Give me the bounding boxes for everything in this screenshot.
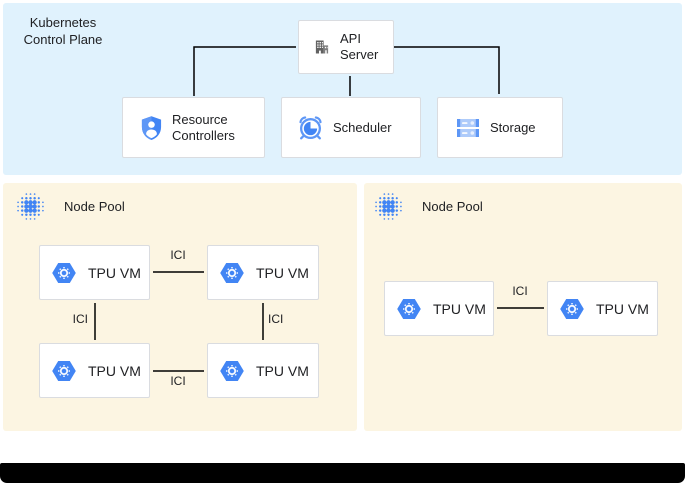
ici-link-label: ICI — [170, 374, 186, 388]
building-icon — [313, 38, 331, 56]
control-plane-panel: Kubernetes Control Plane API Server Reso… — [3, 3, 682, 175]
api-server-node: API Server — [298, 20, 394, 74]
tpu-hexagon-icon — [219, 360, 245, 382]
resource-controllers-label: Resource Controllers — [172, 111, 235, 143]
ici-link-label: ICI — [512, 284, 528, 298]
tpu-vm-node: TPU VM — [384, 281, 494, 336]
storage-node: Storage — [437, 97, 563, 158]
tpu-vm-label: TPU VM — [256, 264, 309, 281]
tpu-hexagon-icon — [51, 360, 77, 382]
control-plane-title: Kubernetes Control Plane — [23, 15, 103, 47]
node-pool-panel-left: Node Pool TPU VM TPU VM TPU VM TPU VM IC… — [3, 183, 357, 431]
scheduler-node: Scheduler — [281, 97, 421, 158]
tpu-vm-node: TPU VM — [207, 343, 319, 398]
tpu-hexagon-icon — [559, 298, 585, 320]
tpu-vm-label: TPU VM — [88, 264, 141, 281]
api-server-label: API Server — [340, 31, 379, 62]
scheduler-label: Scheduler — [333, 119, 392, 135]
tpu-hexagon-icon — [51, 262, 77, 284]
node-pool-header: Node Pool — [374, 191, 483, 221]
window-bottom-bar — [0, 463, 685, 483]
tpu-hexagon-icon — [396, 298, 422, 320]
tpu-vm-node: TPU VM — [207, 245, 319, 300]
tpu-vm-node: TPU VM — [39, 245, 150, 300]
alarm-clock-icon — [297, 114, 324, 141]
node-pool-dots-icon — [16, 192, 45, 221]
tpu-vm-label: TPU VM — [256, 362, 309, 379]
resource-controllers-node: Resource Controllers — [122, 97, 265, 158]
tpu-vm-label: TPU VM — [433, 300, 486, 317]
ici-link-label: ICI — [170, 248, 186, 262]
shield-user-icon — [140, 115, 163, 141]
server-stack-icon — [455, 116, 481, 140]
node-pool-panel-right: Node Pool TPU VM TPU VM ICI — [364, 183, 682, 431]
ici-link-label: ICI — [72, 312, 88, 326]
node-pool-header: Node Pool — [16, 191, 125, 221]
tpu-vm-label: TPU VM — [596, 300, 649, 317]
node-pool-title: Node Pool — [422, 198, 483, 214]
tpu-vm-label: TPU VM — [88, 362, 141, 379]
tpu-vm-node: TPU VM — [547, 281, 658, 336]
ici-link-label: ICI — [268, 312, 284, 326]
node-pool-title: Node Pool — [64, 198, 125, 214]
tpu-vm-node: TPU VM — [39, 343, 150, 398]
tpu-hexagon-icon — [219, 262, 245, 284]
node-pool-dots-icon — [374, 192, 403, 221]
storage-label: Storage — [490, 119, 536, 135]
